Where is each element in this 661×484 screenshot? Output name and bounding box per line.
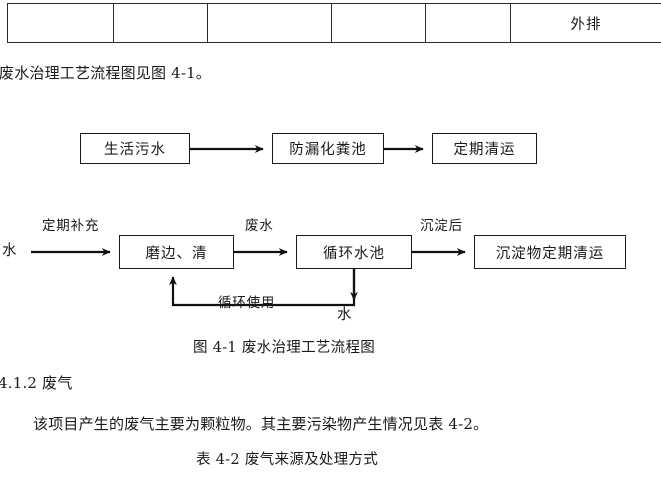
node-grinding-cleaning: 磨边、清 (119, 235, 234, 269)
label-water-input: 水 (2, 243, 18, 259)
wastewater-table-last-row: 外排 (7, 3, 661, 43)
node-domestic-sewage: 生活污水 (80, 133, 190, 164)
table-cell-2 (113, 3, 208, 43)
label-periodic-replenish: 定期补充 (42, 218, 100, 234)
edge-recycle-loop (169, 269, 356, 307)
label-after-settling: 沉淀后 (420, 218, 463, 234)
label-recycle-use: 循环使用 (218, 295, 276, 311)
table-cell-3 (207, 3, 332, 43)
node-periodic-haulage: 定期清运 (432, 133, 537, 164)
caption-figure-4-1: 图 4-1 废水治理工艺流程图 (193, 340, 376, 356)
table-cell-1 (7, 3, 114, 43)
section-heading-4-1-2: 4.1.2 废气 (0, 374, 73, 392)
table-cell-4 (331, 3, 426, 43)
table-cell-5 (425, 3, 511, 43)
node-recycling-water-pool: 循环水池 (296, 235, 412, 269)
label-water-output: 水 (337, 307, 353, 323)
paragraph-wastewater-intro: 废水治理工艺流程图见图 4-1。 (0, 64, 212, 82)
table-cell-6-discharge: 外排 (510, 3, 661, 43)
caption-table-4-2: 表 4-2 废气来源及处理方式 (196, 452, 379, 468)
paragraph-exhaust-body: 该项目产生的废气主要为颗粒物。其主要污染物产生情况见表 4-2。 (33, 415, 489, 433)
table-row: 外排 (7, 3, 661, 43)
node-sediment-periodic-haulage: 沉淀物定期清运 (474, 235, 626, 269)
node-leakproof-septic-tank: 防漏化粪池 (272, 133, 384, 164)
label-wastewater: 废水 (245, 218, 274, 234)
